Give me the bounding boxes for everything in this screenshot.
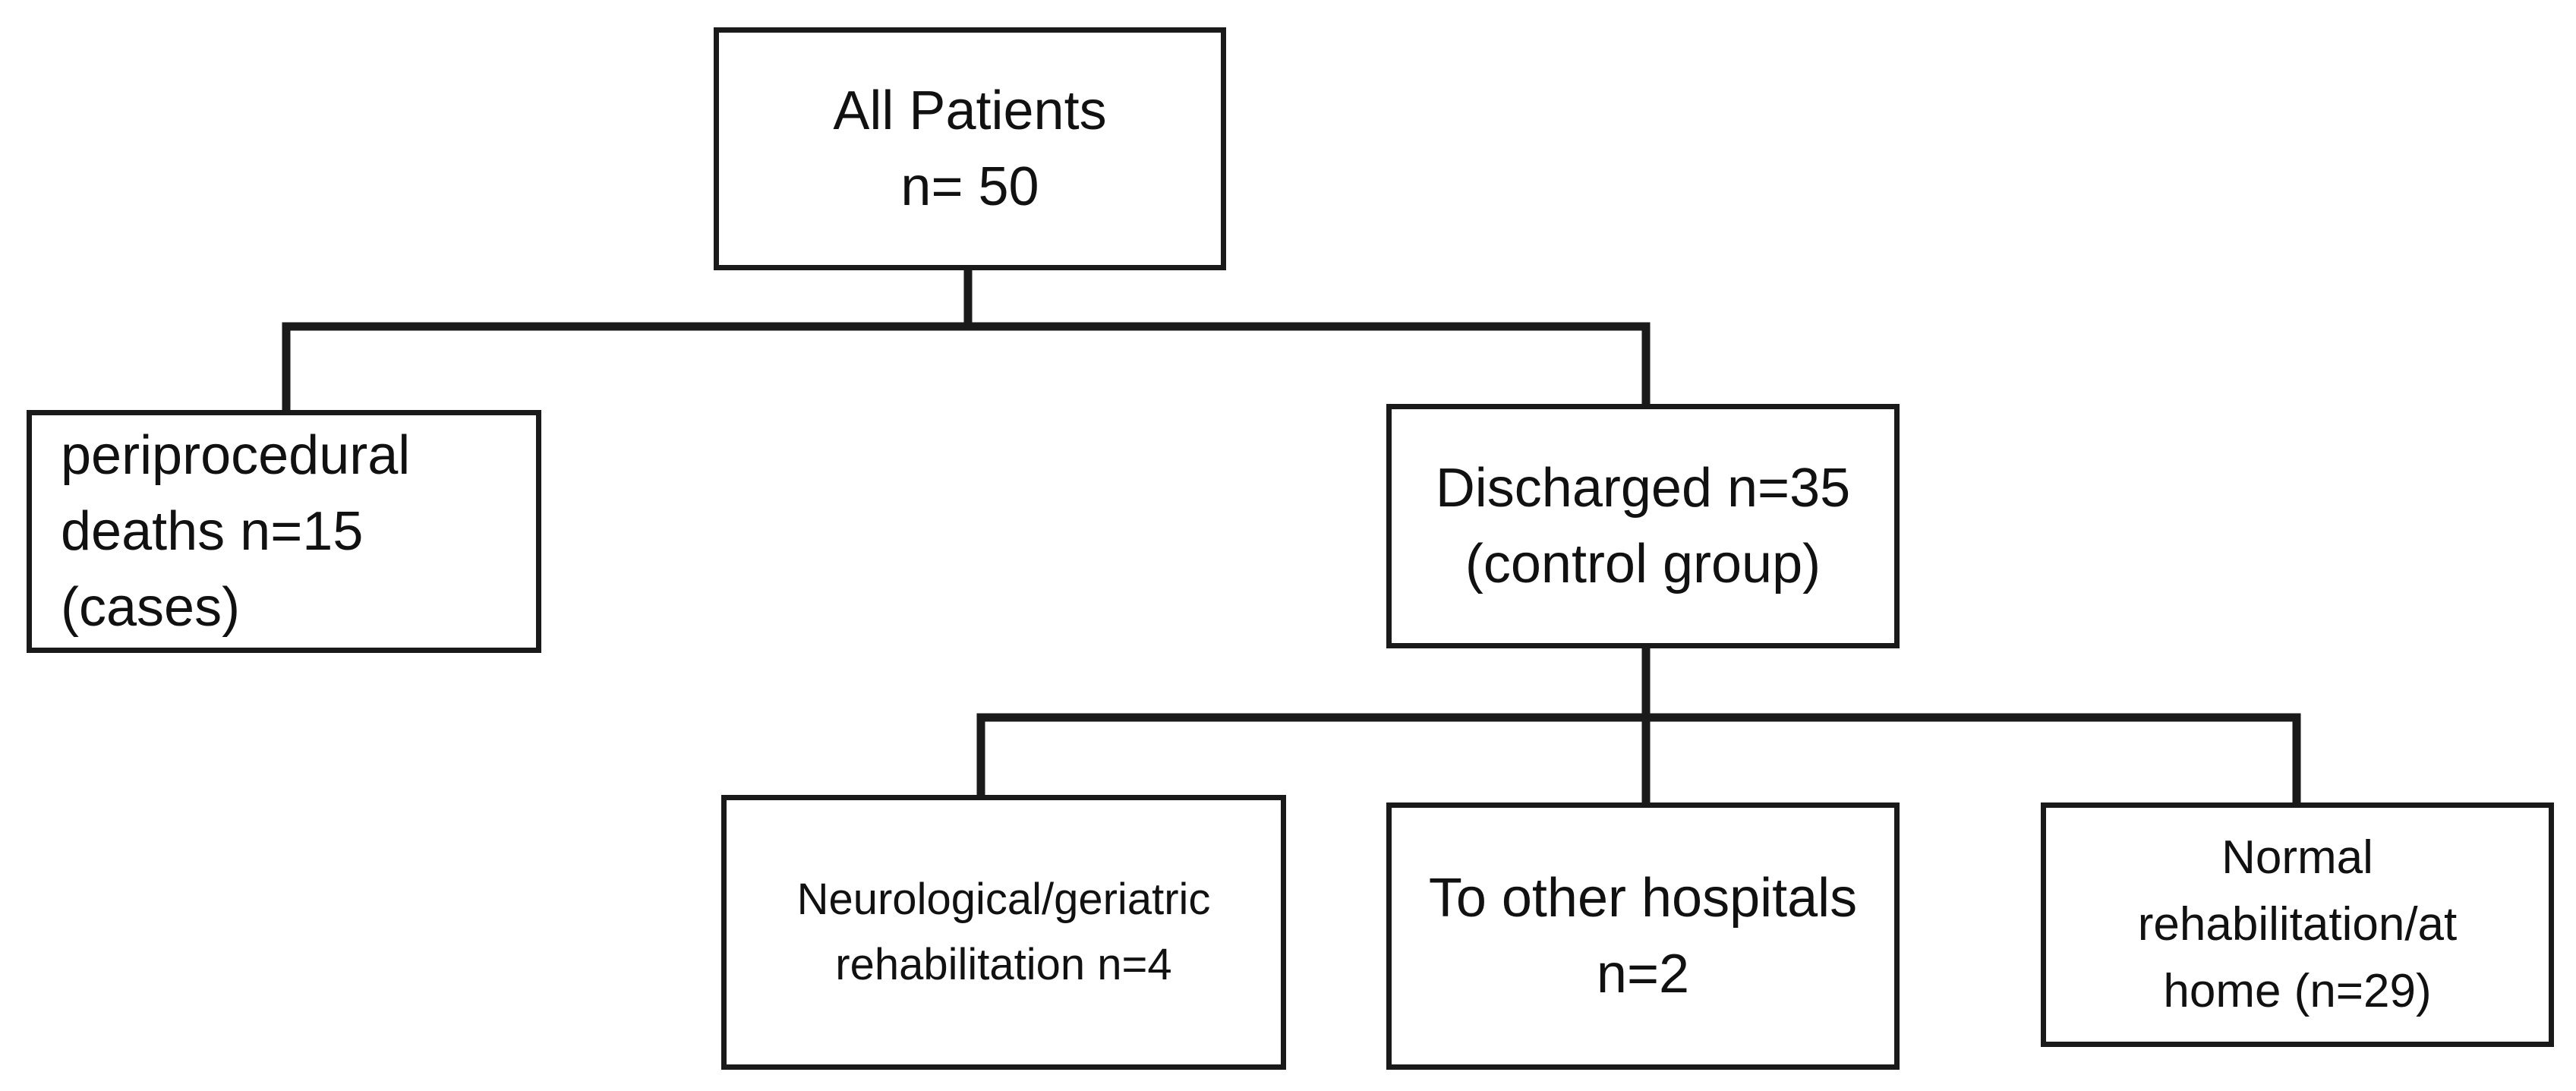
- node-all-patients-title: All Patients: [833, 80, 1107, 141]
- node-normal-line-2: rehabilitation/at: [2137, 898, 2458, 951]
- node-periprocedural-deaths: periprocedural deaths n=15 (cases): [27, 410, 541, 653]
- node-discharged: Discharged n=35 (control group): [1386, 404, 1900, 648]
- node-neuro-geriatric: Neurological/geriatric rehabilitation n=…: [721, 795, 1286, 1070]
- node-hospitals-line-2: n=2: [1596, 944, 1690, 1004]
- node-normal-line-1: Normal: [2221, 831, 2373, 884]
- node-neuro-line-2: rehabilitation n=4: [835, 940, 1172, 989]
- node-normal-rehabilitation: Normal rehabilitation/at home (n=29): [2041, 802, 2554, 1047]
- node-discharged-line-1: Discharged n=35: [1435, 458, 1851, 519]
- node-neuro-line-1: Neurological/geriatric: [796, 875, 1211, 924]
- node-deaths-line-1: periprocedural: [61, 425, 411, 486]
- node-all-patients-count: n= 50: [900, 156, 1039, 217]
- node-discharged-line-2: (control group): [1465, 534, 1821, 594]
- node-normal-line-3: home (n=29): [2163, 965, 2432, 1017]
- node-deaths-line-2: deaths n=15: [61, 501, 364, 562]
- node-deaths-line-3: (cases): [61, 577, 241, 638]
- node-all-patients: All Patients n= 50: [714, 27, 1226, 270]
- node-hospitals-line-1: To other hospitals: [1428, 868, 1858, 929]
- node-other-hospitals: To other hospitals n=2: [1386, 802, 1900, 1070]
